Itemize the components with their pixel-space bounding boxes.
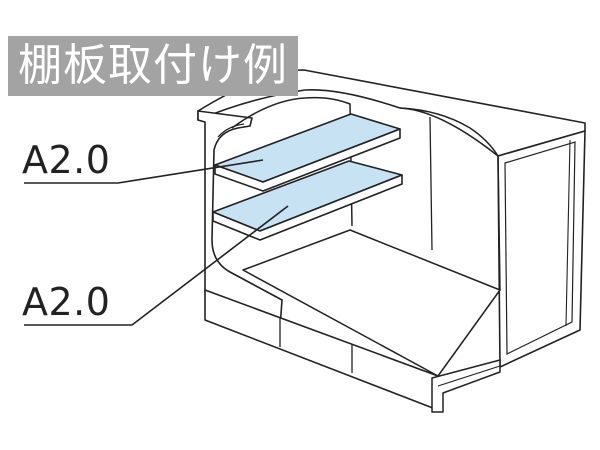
door-rail: [431, 359, 501, 413]
floor-surface: [242, 229, 501, 377]
right-door-panel: [497, 130, 586, 368]
back-wall-arch: [231, 96, 353, 227]
upper-shelf-leader-line: [24, 159, 264, 184]
lower-shelf-leader-line: [24, 205, 289, 326]
right-interior-corner: [429, 116, 433, 251]
lower-shelf-label: A2.0: [22, 280, 111, 324]
back-wall-arch-inner: [217, 123, 245, 138]
lower-shelf-edge: [212, 174, 403, 241]
upper-shelf-edge: [214, 128, 401, 192]
right-door-frame: [504, 141, 576, 355]
diagram-title: 棚板取付け例: [18, 40, 288, 91]
right-interior-wall: [399, 107, 501, 291]
upper-shelf-label: A2.0: [22, 138, 111, 182]
title-badge: 棚板取付け例: [8, 36, 298, 96]
door-rail-inner: [437, 365, 501, 387]
right-door-edge: [565, 139, 571, 327]
